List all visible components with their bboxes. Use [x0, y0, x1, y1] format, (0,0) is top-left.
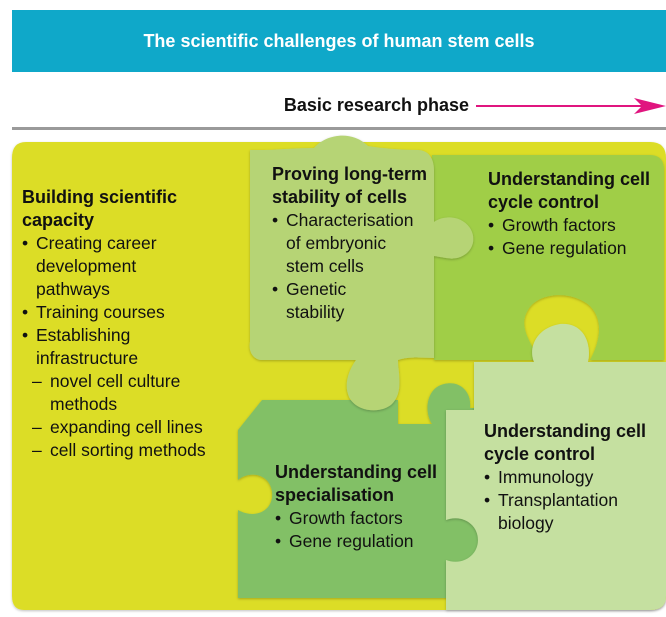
page-title: The scientific challenges of human stem … — [143, 30, 535, 51]
list-subitem: novel cell culture methods — [22, 370, 220, 416]
list-subitem: expanding cell lines — [22, 416, 242, 439]
piece-cycle-bottom-heading: Understanding cell cycle control — [484, 421, 647, 464]
piece-cycle-top-heading: Understanding cell cycle control — [488, 169, 651, 212]
list-item: Growth factors — [275, 507, 475, 530]
list-subitem: cell sorting methods — [22, 439, 242, 462]
list-item: Creating career development pathways — [22, 232, 186, 301]
piece-cycle-bottom-text: Understanding cell cycle control Immunol… — [484, 420, 654, 535]
piece-building-text: Building scientific capacity Creating ca… — [22, 186, 242, 462]
piece-specialisation-text: Understanding cell specialisation Growth… — [275, 461, 475, 553]
phase-label: Basic research phase — [283, 95, 469, 115]
list-item: Training courses — [22, 301, 242, 324]
title-bar: The scientific challenges of human stem … — [12, 10, 666, 72]
phase-arrow-icon — [476, 98, 666, 114]
list-item: Transplantation biology — [484, 489, 628, 535]
piece-proving-heading: Proving long-term stability of cells — [272, 164, 428, 207]
list-item: Establishing infrastructure — [22, 324, 186, 370]
list-item: Immunology — [484, 466, 654, 489]
list-item: Genetic stability — [272, 278, 386, 324]
phase-banner: Basic research phase — [12, 80, 666, 130]
piece-specialisation-heading: Understanding cell specialisation — [275, 462, 438, 505]
piece-proving-text: Proving long-term stability of cells Cha… — [272, 163, 448, 324]
piece-building-heading: Building scientific capacity — [22, 187, 178, 230]
piece-cycle-top-text: Understanding cell cycle control Growth … — [488, 168, 660, 260]
list-item: Gene regulation — [275, 530, 475, 553]
list-item: Gene regulation — [488, 237, 660, 260]
list-item: Growth factors — [488, 214, 660, 237]
list-item: Characterisation of embryonic stem cells — [272, 209, 426, 278]
